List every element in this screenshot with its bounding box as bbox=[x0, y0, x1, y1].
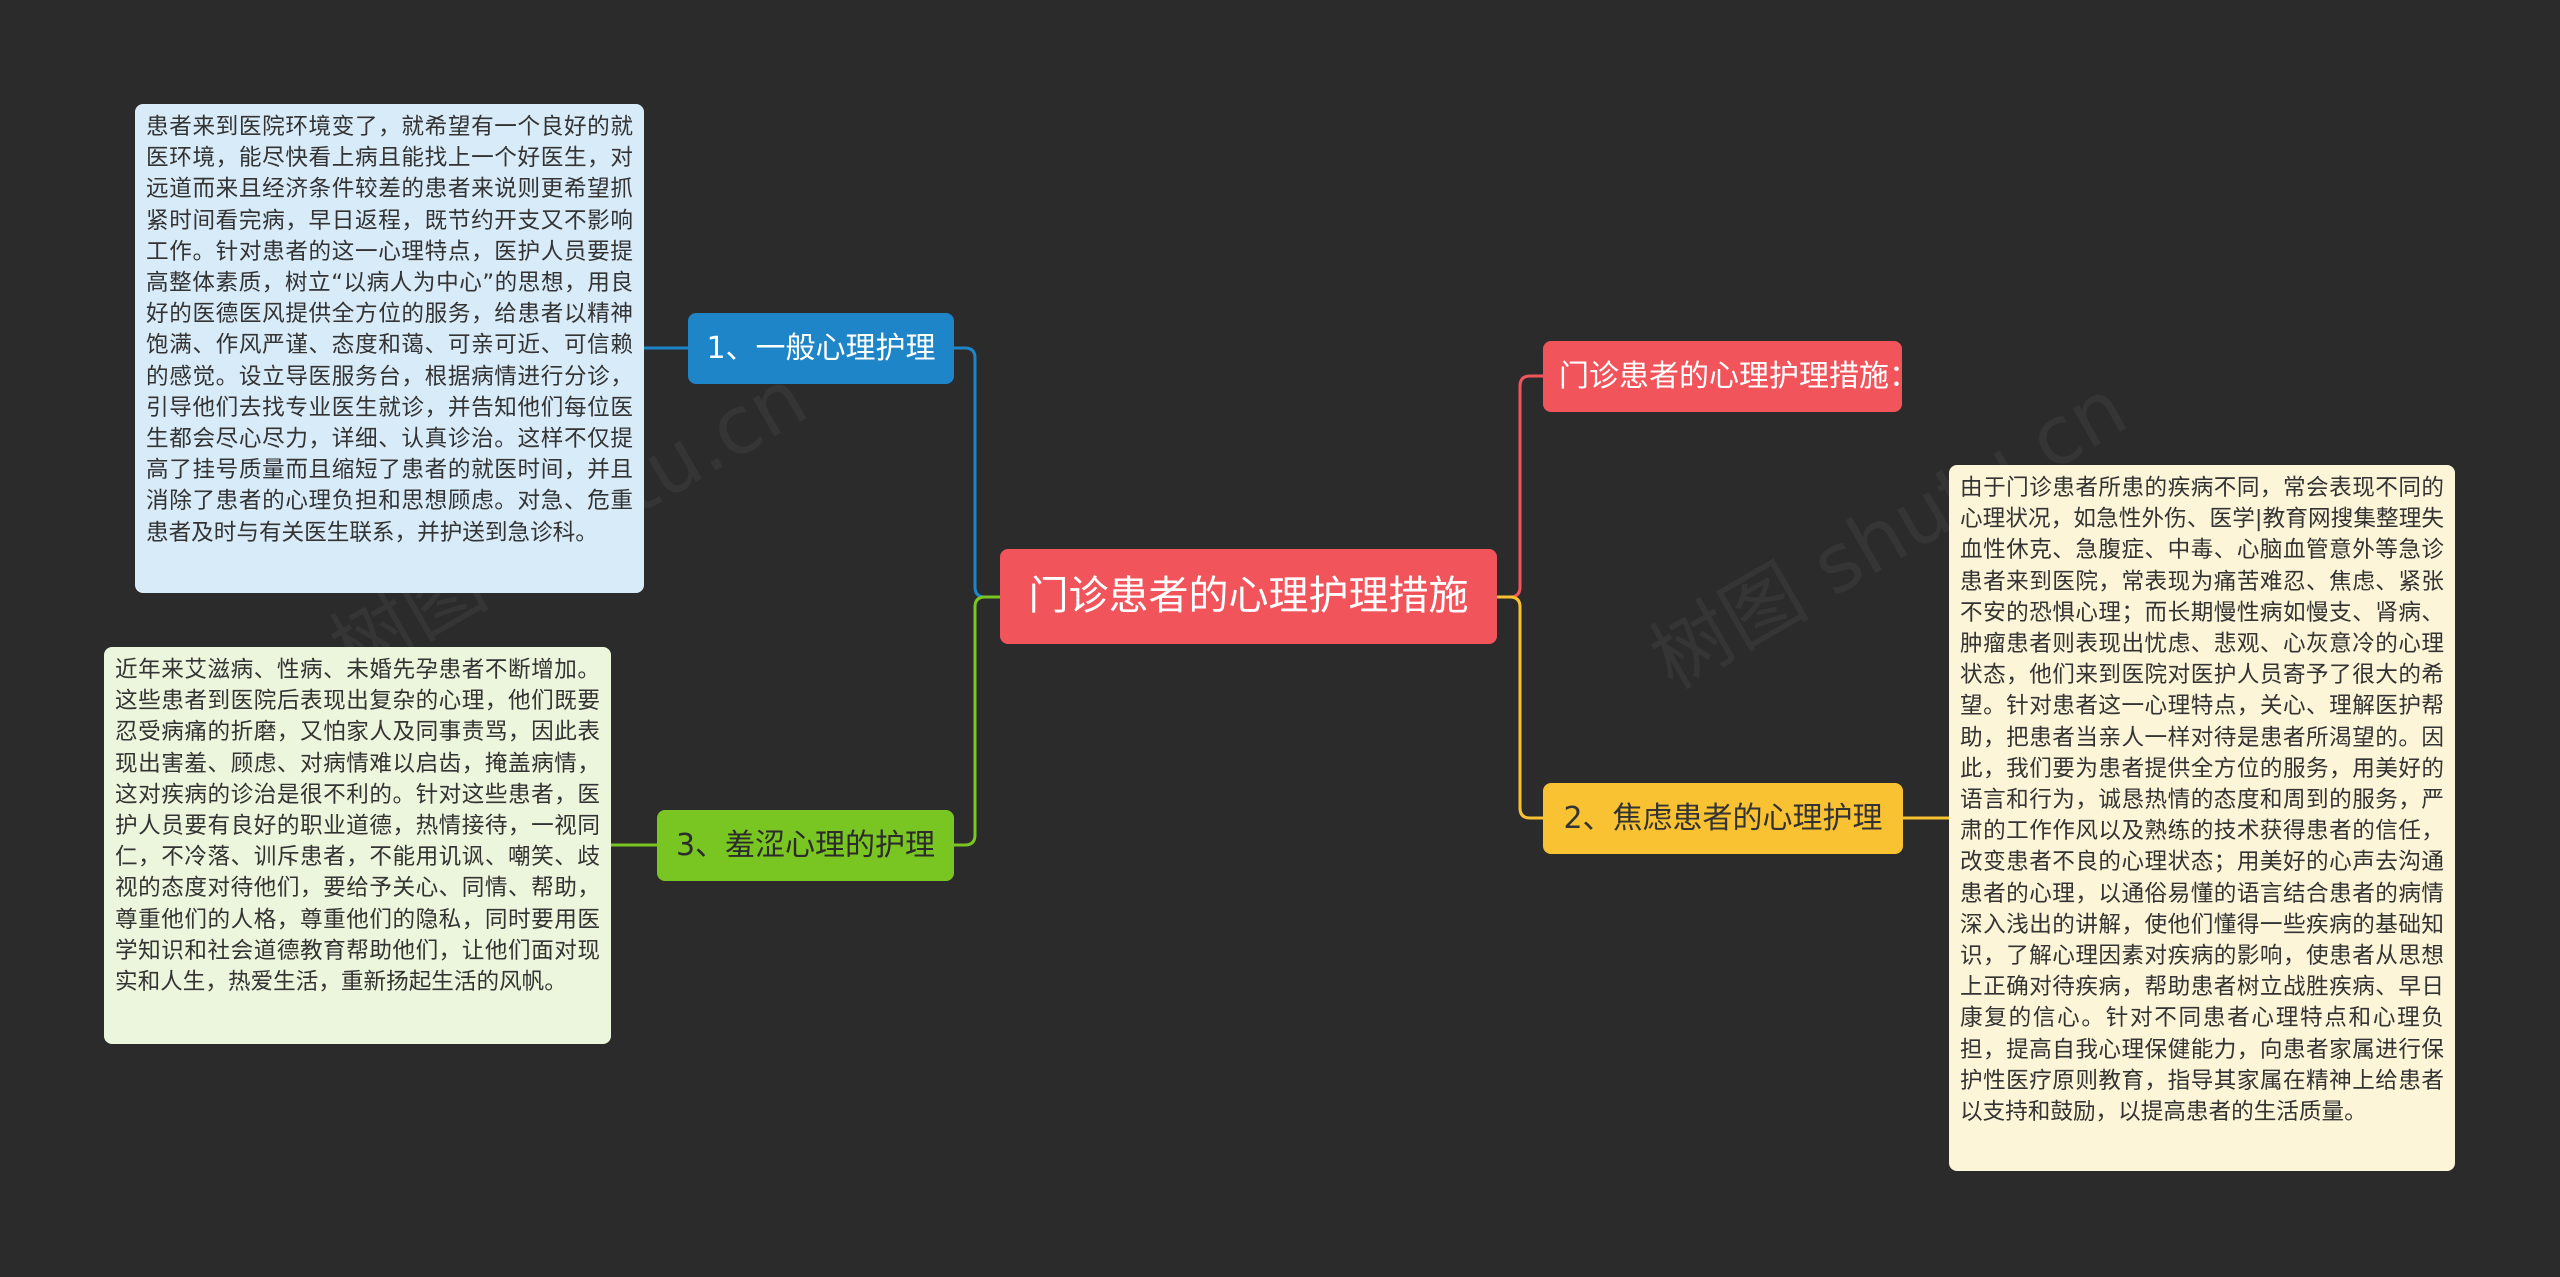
branch-shyness-care[interactable]: 3、羞涩心理的护理 bbox=[657, 810, 954, 881]
leaf-general-psych-care-text[interactable]: 患者来到医院环境变了，就希望有一个良好的就医环境，能尽快看上病且能找上一个好医生… bbox=[135, 104, 644, 593]
root-topic[interactable]: 门诊患者的心理护理措施 bbox=[1000, 549, 1497, 644]
leaf-shyness-care-text[interactable]: 近年来艾滋病、性病、未婚先孕患者不断增加。这些患者到医院后表现出复杂的心理，他们… bbox=[104, 647, 611, 1044]
branch-measures-heading[interactable]: 门诊患者的心理护理措施： bbox=[1543, 341, 1919, 412]
link-root-green bbox=[954, 595, 1000, 847]
link-root-yellow bbox=[1497, 595, 1543, 820]
branch-anxiety-care[interactable]: 2、焦虑患者的心理护理 bbox=[1543, 783, 1903, 854]
link-root-blue bbox=[954, 346, 1000, 599]
branch-general-psych-care[interactable]: 1、一般心理护理 bbox=[688, 313, 954, 384]
link-root-red bbox=[1497, 374, 1543, 599]
leaf-anxiety-care-text[interactable]: 由于门诊患者所患的疾病不同，常会表现不同的心理状况，如急性外伤、医学|教育网搜集… bbox=[1949, 465, 2455, 1171]
